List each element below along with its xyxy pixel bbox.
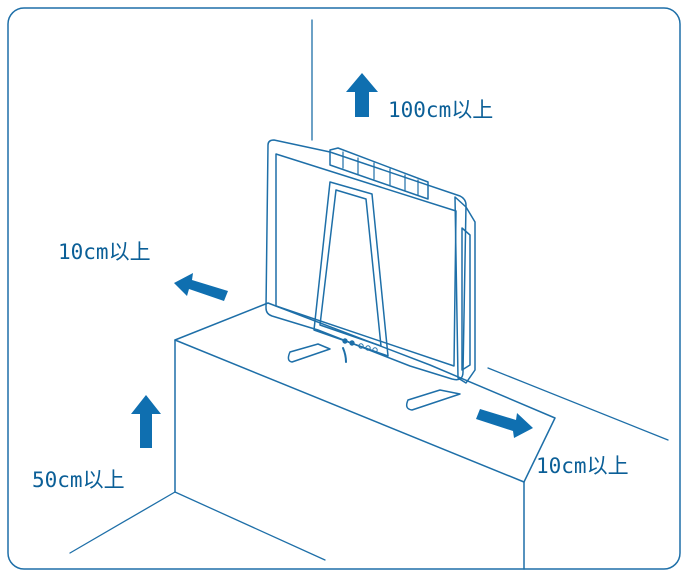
room-outline — [69, 19, 669, 561]
arrow-down-right-icon — [476, 409, 533, 438]
arrow-up-icon — [346, 73, 378, 117]
heater-unit — [265, 139, 476, 411]
left-foot — [287, 343, 331, 363]
arrow-left-icon — [174, 273, 228, 301]
control-buttons — [342, 338, 378, 353]
left-clearance-label: 10cm以上 — [58, 240, 151, 264]
floor-clearance-label: 50cm以上 — [32, 468, 125, 492]
top-clearance-label: 100cm以上 — [388, 98, 493, 122]
arrow-up-icon — [131, 395, 161, 448]
right-foot — [405, 389, 461, 411]
cabinet — [174, 302, 556, 570]
right-clearance-label: 10cm以上 — [536, 454, 629, 478]
diagram-frame — [7, 7, 681, 570]
